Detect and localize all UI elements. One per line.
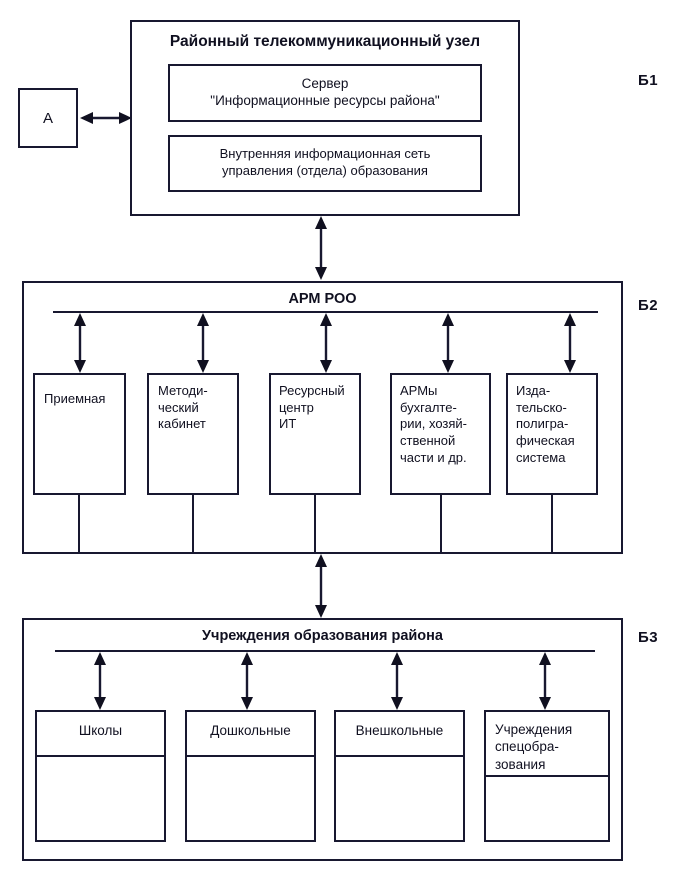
tier2-stem-3 [314, 495, 316, 553]
tier1-box-server: Сервер "Информационные ресурсы района" [168, 64, 482, 122]
tier1-heading: Районный телекоммуникационный узел [169, 33, 481, 50]
tier3-heading: Учреждения образования района [202, 628, 443, 644]
tier3-box-2-label: Дошкольные [210, 723, 291, 738]
tier2-stem-1 [78, 495, 80, 553]
tier-label-b3: Б3 [638, 629, 659, 646]
tier3-box-4: Учреждения спецобра- зования [484, 710, 610, 842]
tier3-arrow-2 [241, 652, 253, 710]
tier3-box-3-label: Внешкольные [355, 723, 444, 738]
tier2-box-3: Ресурсный центр ИТ [269, 373, 361, 495]
tier3-arrow-4 [539, 652, 551, 710]
tier2-arrow-4 [442, 313, 454, 373]
tier2-heading: АРМ РОО [288, 291, 357, 307]
tier2-box-3-label: Ресурсный центр ИТ [279, 383, 345, 432]
tier2-box-5: Изда- тельско- полигра- фическая система [506, 373, 598, 495]
tier3-bus-line [55, 650, 595, 652]
tier2-stem-5 [551, 495, 553, 553]
tier3-box-4-divider [484, 775, 610, 777]
connector-tier2-to-tier3 [315, 554, 327, 618]
tier2-box-4: АРМы бухгалте- рии, хозяй- ственной част… [390, 373, 491, 495]
tier2-box-2-label: Методи- ческий кабинет [158, 383, 208, 432]
tier3-box-3-divider [334, 755, 465, 757]
tier2-box-1: Приемная [33, 373, 126, 495]
tier3-box-2: Дошкольные [185, 710, 316, 842]
tier2-bus-line [53, 311, 598, 313]
tier2-stem-2 [192, 495, 194, 553]
tier2-box-5-label: Изда- тельско- полигра- фическая система [516, 383, 575, 465]
tier3-box-1-divider [35, 755, 166, 757]
tier2-box-2: Методи- ческий кабинет [147, 373, 239, 495]
tier2-arrow-1 [74, 313, 86, 373]
tier-label-b2: Б2 [638, 297, 659, 314]
tier3-box-1: Школы [35, 710, 166, 842]
tier2-arrow-5 [564, 313, 576, 373]
tier2-arrow-3 [320, 313, 332, 373]
tier3-arrow-1 [94, 652, 106, 710]
tier3-box-3: Внешкольные [334, 710, 465, 842]
tier1-box-internal-network-label: Внутренняя информационная сеть управлени… [219, 146, 431, 178]
external-node-a: А [18, 88, 78, 148]
tier-label-b1: Б1 [638, 72, 659, 89]
tier3-box-2-divider [185, 755, 316, 757]
external-node-a-label: А [42, 110, 53, 127]
tier2-box-4-label: АРМы бухгалте- рии, хозяй- ственной част… [400, 383, 468, 465]
tier3-box-4-label: Учреждения спецобра- зования [495, 722, 573, 772]
tier2-arrow-2 [197, 313, 209, 373]
tier1-box-server-label: Сервер "Информационные ресурсы района" [210, 76, 440, 109]
connector-tier1-to-tier2 [315, 216, 327, 280]
tier3-arrow-3 [391, 652, 403, 710]
tier3-box-1-label: Школы [78, 723, 123, 738]
connector-a-to-tier1 [80, 112, 132, 124]
tier2-box-1-label: Приемная [44, 391, 106, 406]
tier2-stem-4 [440, 495, 442, 553]
tier1-box-internal-network: Внутренняя информационная сеть управлени… [168, 135, 482, 192]
